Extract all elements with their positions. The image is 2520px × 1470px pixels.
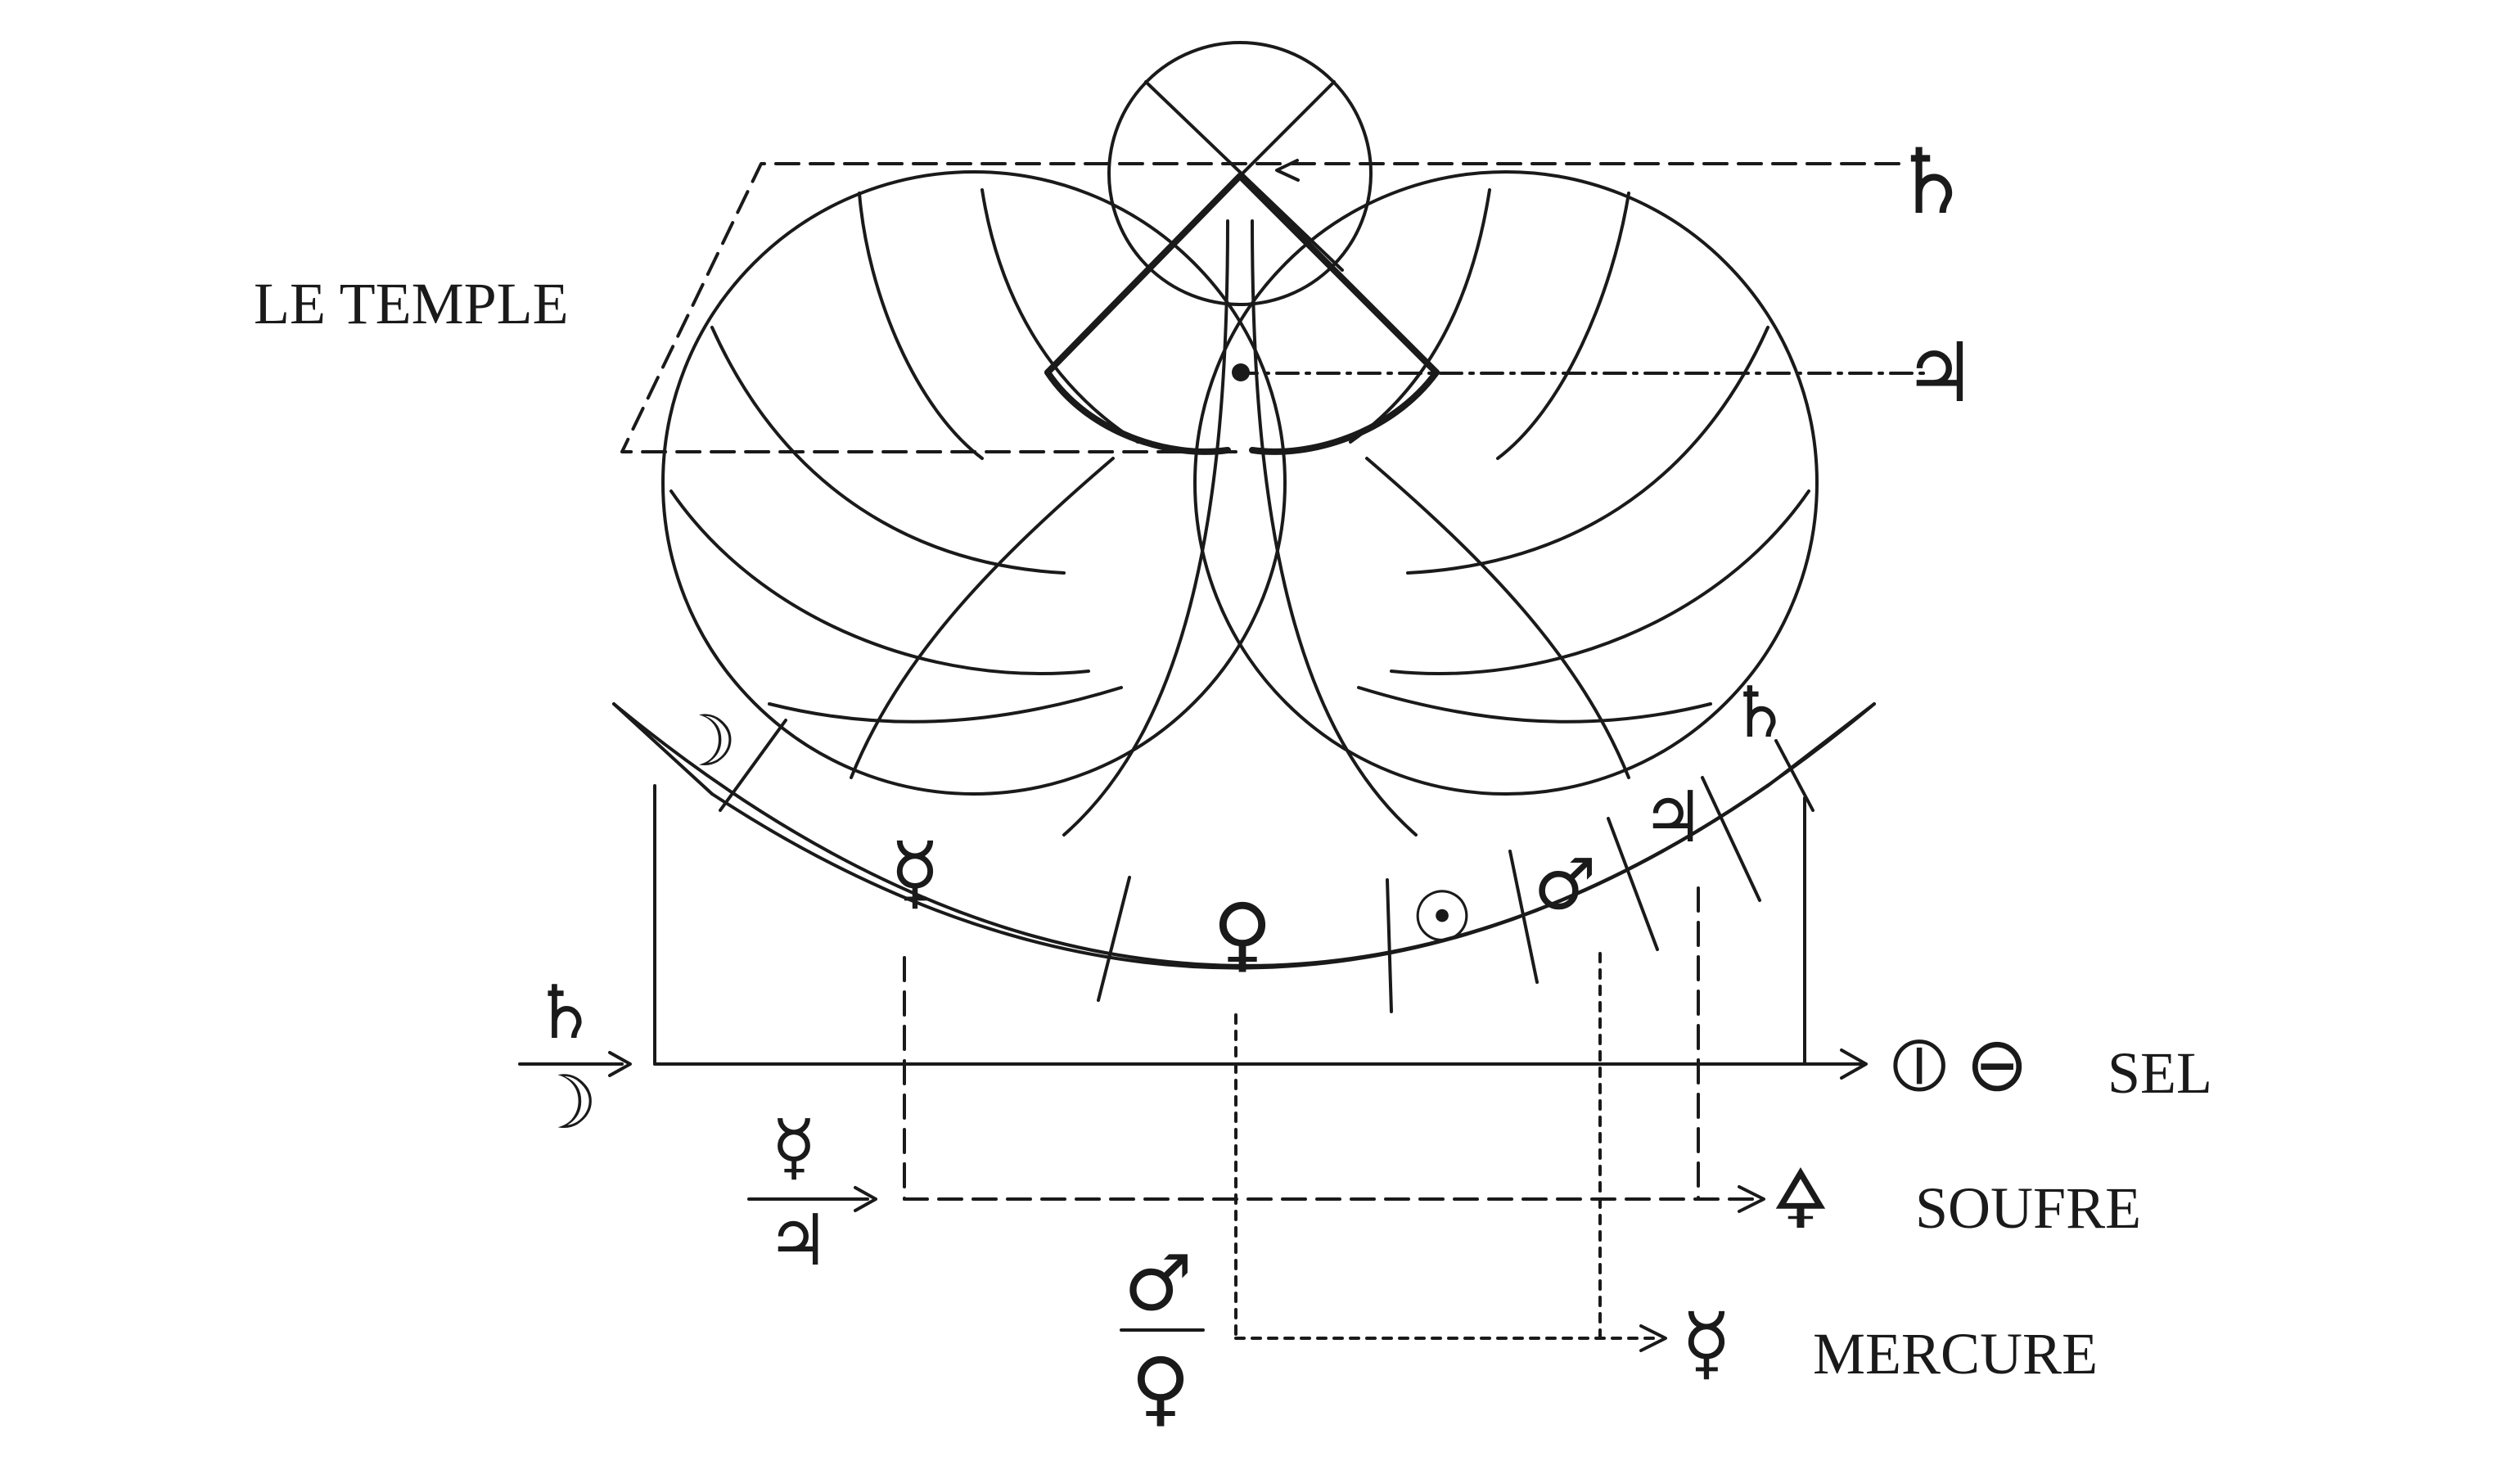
fraction-mars-venus: ♂ ♀ [1120,1239,1205,1436]
sun-icon: ☉ [1410,877,1473,958]
jupiter-marker-icon: ♃ [1903,325,1977,421]
planet-band: ☽ ☿ ♀ ☉ ♂ ♃ ♄ [612,672,1876,1013]
fraction-mercury-icon: ☿ [771,1104,816,1190]
salt-icon: ⦶ [1892,1021,1947,1108]
fraction-mars-icon: ♂ [1124,1239,1192,1328]
left-lobe [661,170,1287,796]
central-spike [1062,219,1418,836]
saturn-marker-icon: ♄ [1891,129,1972,234]
sulfur-icon: 🜍 [1772,1152,1829,1247]
mars-icon: ♂ [1533,844,1596,926]
salt-alt-icon: ⊖ [1965,1021,2028,1108]
sel-result: ⦶ ⊖ SEL [1892,1021,2212,1108]
temple-label: LE TEMPLE [254,271,569,336]
fraction-saturn-icon: ♄ [532,970,598,1056]
mercure-label: MERCURE [1813,1321,2098,1387]
sel-connector [653,784,1868,1080]
saturn-icon: ♄ [1728,672,1791,754]
fraction-saturn-moon: ♄ ☽ [518,970,632,1146]
soufre-label: SOUFRE [1915,1175,2141,1241]
right-lobe [1193,170,1819,796]
fraction-mercury-jupiter: ☿ ♃ [747,1104,877,1282]
soufre-connector [903,886,1765,1213]
temple-outline [620,162,1933,453]
mercure-connector [1234,952,1667,1352]
mercury-result-icon: ☿ [1681,1295,1731,1391]
fraction-venus-icon: ♀ [1130,1340,1190,1436]
moon-icon: ☽ [674,701,737,782]
mercury-icon: ☿ [890,824,940,920]
venus-icon: ♀ [1212,886,1272,981]
sel-label: SEL [2108,1040,2212,1106]
mercure-result: ☿ MERCURE [1681,1295,2098,1391]
fraction-jupiter-icon: ♃ [766,1200,829,1282]
bold-triangle [1044,173,1440,455]
jupiter-icon: ♃ [1641,777,1704,859]
fraction-moon-icon: ☽ [532,1060,598,1146]
soufre-result: 🜍 SOUFRE [1772,1152,2141,1247]
